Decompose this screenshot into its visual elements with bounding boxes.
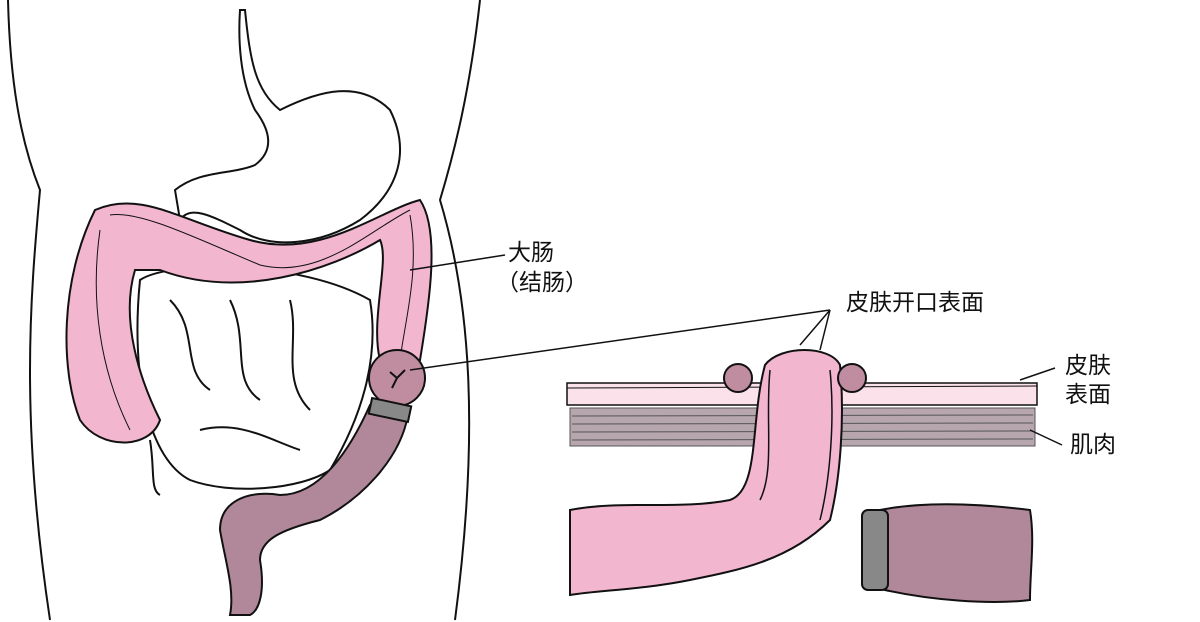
stoma-opening [389, 369, 406, 389]
label-stoma-surface: 皮肤开口表面 [846, 290, 984, 316]
stomach [173, 9, 401, 244]
label-skin-surface-2: 表面 [1065, 382, 1111, 408]
rectum-stump [861, 503, 1034, 603]
colon [65, 198, 433, 444]
torso-outline [7, 0, 481, 621]
label-colon: （结肠） [496, 270, 588, 296]
stoma-edge-right [837, 363, 867, 393]
leader-lines [409, 254, 1063, 446]
rectum-segment [218, 396, 413, 616]
stoma-edge-left [723, 363, 753, 393]
label-muscle: 肌肉 [1070, 432, 1116, 458]
label-large-intestine: 大肠 [508, 240, 554, 266]
label-skin-surface-1: 皮肤 [1065, 353, 1111, 379]
